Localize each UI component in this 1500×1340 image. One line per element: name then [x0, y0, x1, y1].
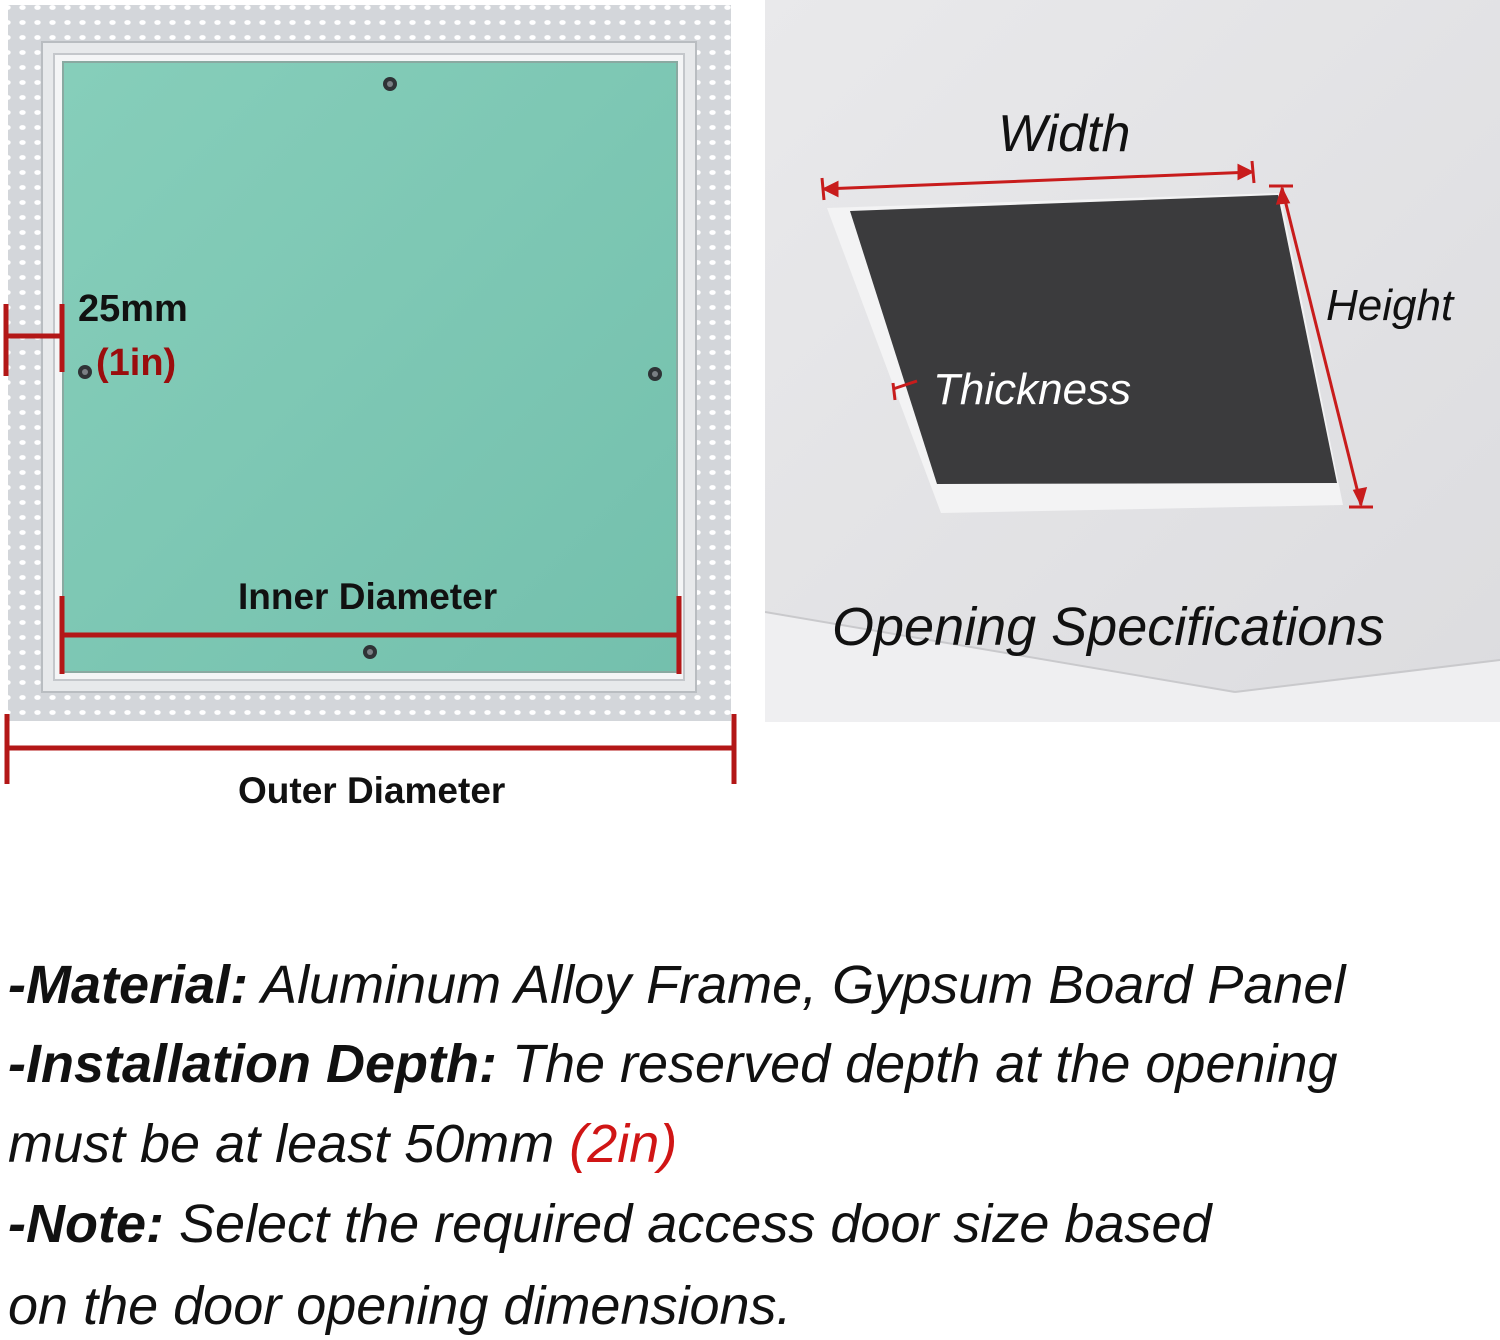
- installation-depth-key: -Installation Depth:: [8, 1034, 497, 1094]
- height-arrow: [1269, 184, 1373, 509]
- note-spec-line2: on the door opening dimensions.: [8, 1279, 792, 1333]
- screw-icon: [383, 77, 397, 91]
- installation-depth-imperial: (2in): [569, 1114, 678, 1174]
- wall-corner: [765, 612, 1500, 722]
- installation-depth-spec: -Installation Depth: The reserved depth …: [8, 1037, 1338, 1091]
- frame-width-dimension: [3, 304, 65, 376]
- gypsum-panel: [62, 61, 678, 673]
- opening-specifications-title: Opening Specifications: [832, 597, 1385, 657]
- outer-diameter-label: Outer Diameter: [238, 770, 506, 811]
- height-label: Height: [1326, 281, 1454, 330]
- material-spec: -Material: Aluminum Alloy Frame, Gypsum …: [8, 958, 1345, 1012]
- screw-icon: [648, 367, 662, 381]
- opening-void: [850, 195, 1337, 484]
- screw-icon: [78, 365, 92, 379]
- note-value-line2: on the door opening dimensions.: [8, 1276, 792, 1336]
- access-door-diagram: [3, 5, 737, 784]
- note-spec: -Note: Select the required access door s…: [8, 1197, 1212, 1251]
- screw-icon: [363, 645, 377, 659]
- installation-depth-spec-line2: must be at least 50mm (2in): [8, 1117, 677, 1171]
- inner-diameter-dimension: [59, 596, 682, 674]
- outer-diameter-dimension: [4, 714, 737, 784]
- width-arrow: [820, 160, 1256, 201]
- thickness-marker: [891, 379, 918, 401]
- material-key: -Material:: [8, 955, 249, 1015]
- thickness-label: Thickness: [933, 365, 1132, 414]
- inner-diameter-label: Inner Diameter: [238, 576, 498, 617]
- note-key: -Note:: [8, 1194, 164, 1254]
- installation-depth-value-line1: The reserved depth at the opening: [496, 1034, 1338, 1094]
- note-value-line1: Select the required access door size bas…: [163, 1194, 1212, 1254]
- frame-width-imperial-label: (1in): [96, 342, 177, 384]
- frame-width-label: 25mm: [78, 288, 188, 330]
- width-label: Width: [998, 105, 1131, 163]
- opening-diagram: [765, 0, 1500, 722]
- installation-depth-value-line2: must be at least 50mm: [8, 1114, 570, 1174]
- material-value: Aluminum Alloy Frame, Gypsum Board Panel: [248, 955, 1346, 1015]
